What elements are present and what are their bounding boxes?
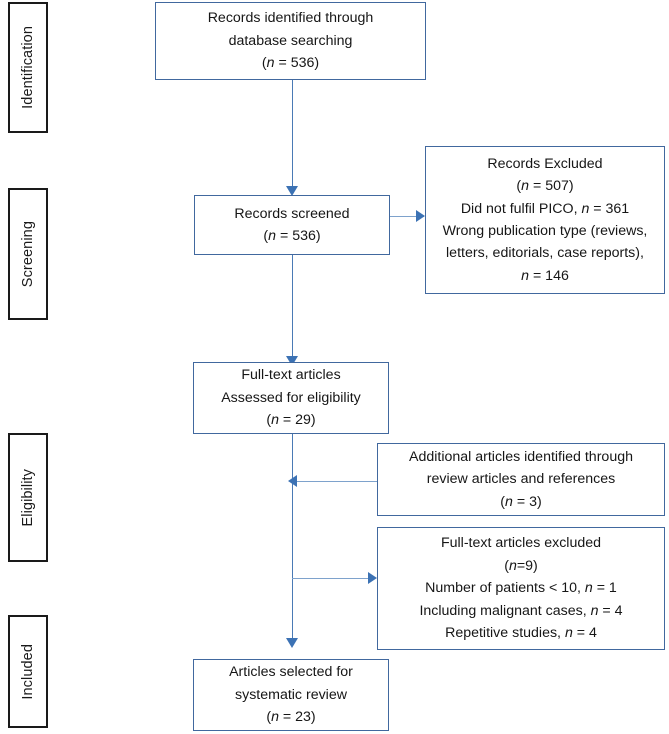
stage-box-included: Included — [8, 615, 48, 728]
box-articles-selected: Articles selected for systematic review … — [193, 659, 389, 731]
stage-label-identification: Identification — [20, 26, 36, 109]
records-excluded-reason-2: Wrong publication type (reviews, — [442, 223, 648, 239]
records-identified-line-1: Records identified through — [207, 10, 374, 27]
stage-box-screening: Screening — [8, 188, 48, 320]
additional-articles-count: (n = 3) — [500, 493, 542, 510]
full-text-excluded-reason-2: Including malignant cases, n = 4 — [419, 602, 623, 619]
records-screened-line-1: Records screened — [234, 205, 350, 222]
full-text-assessed-line-1: Full-text articles — [241, 367, 341, 384]
stage-label-eligibility: Eligibility — [20, 468, 36, 527]
stage-label-included: Included — [20, 643, 36, 700]
records-excluded-reason-4: n = 146 — [521, 267, 569, 284]
full-text-excluded-count: (n=9) — [504, 557, 538, 574]
box-additional-articles: Additional articles identified through r… — [377, 443, 665, 516]
records-excluded-title: Records Excluded — [487, 155, 603, 172]
full-text-excluded-reason-1: Number of patients < 10, n = 1 — [425, 580, 617, 597]
stage-label-screening: Screening — [20, 220, 36, 288]
arrowhead-right-fulltext-excluded — [368, 572, 377, 584]
connector-additional-to-spine — [296, 480, 377, 483]
records-excluded-count: (n = 507) — [516, 178, 574, 195]
connector-screened-to-assessed — [291, 255, 294, 360]
records-excluded-reason-3: letters, editorials, case reports), — [446, 245, 644, 262]
arrowhead-down-assessed — [286, 356, 298, 366]
articles-selected-line-1: Articles selected for — [229, 664, 353, 681]
arrowhead-down-screened — [286, 186, 298, 196]
connector-identified-to-screened — [291, 80, 294, 188]
box-records-excluded: Records Excluded (n = 507) Did not fulfi… — [425, 146, 665, 294]
articles-selected-count: (n = 23) — [266, 709, 316, 726]
additional-articles-line-2: review articles and references — [426, 471, 616, 488]
records-screened-count: (n = 536) — [263, 228, 321, 244]
stage-box-identification: Identification — [8, 2, 48, 133]
box-full-text-assessed: Full-text articles Assessed for eligibil… — [193, 362, 389, 434]
full-text-assessed-line-2: Assessed for eligibility — [221, 389, 361, 406]
box-records-screened: Records screened (n = 536) — [194, 195, 390, 255]
stage-box-eligibility: Eligibility — [8, 433, 48, 562]
box-records-identified: Records identified through database sear… — [155, 2, 426, 80]
connector-spine-to-fulltext-excluded — [292, 577, 370, 580]
full-text-assessed-count: (n = 29) — [266, 412, 316, 429]
full-text-excluded-title: Full-text articles excluded — [440, 535, 602, 552]
records-excluded-reason-1: Did not fulfil PICO, n = 361 — [460, 200, 630, 217]
full-text-excluded-reason-3: Repetitive studies, n = 4 — [445, 625, 597, 642]
arrowhead-right-excluded — [416, 210, 425, 222]
arrowhead-left-additional — [288, 475, 297, 487]
records-identified-line-2: database searching — [228, 32, 353, 49]
connector-assessed-to-selected — [291, 434, 294, 642]
arrowhead-down-selected — [286, 638, 298, 648]
additional-articles-line-1: Additional articles identified through — [409, 448, 633, 465]
box-full-text-excluded: Full-text articles excluded (n=9) Number… — [377, 527, 665, 650]
records-identified-count: (n = 536) — [261, 55, 320, 72]
articles-selected-line-2: systematic review — [235, 686, 347, 703]
connector-screened-to-excluded — [390, 215, 424, 218]
